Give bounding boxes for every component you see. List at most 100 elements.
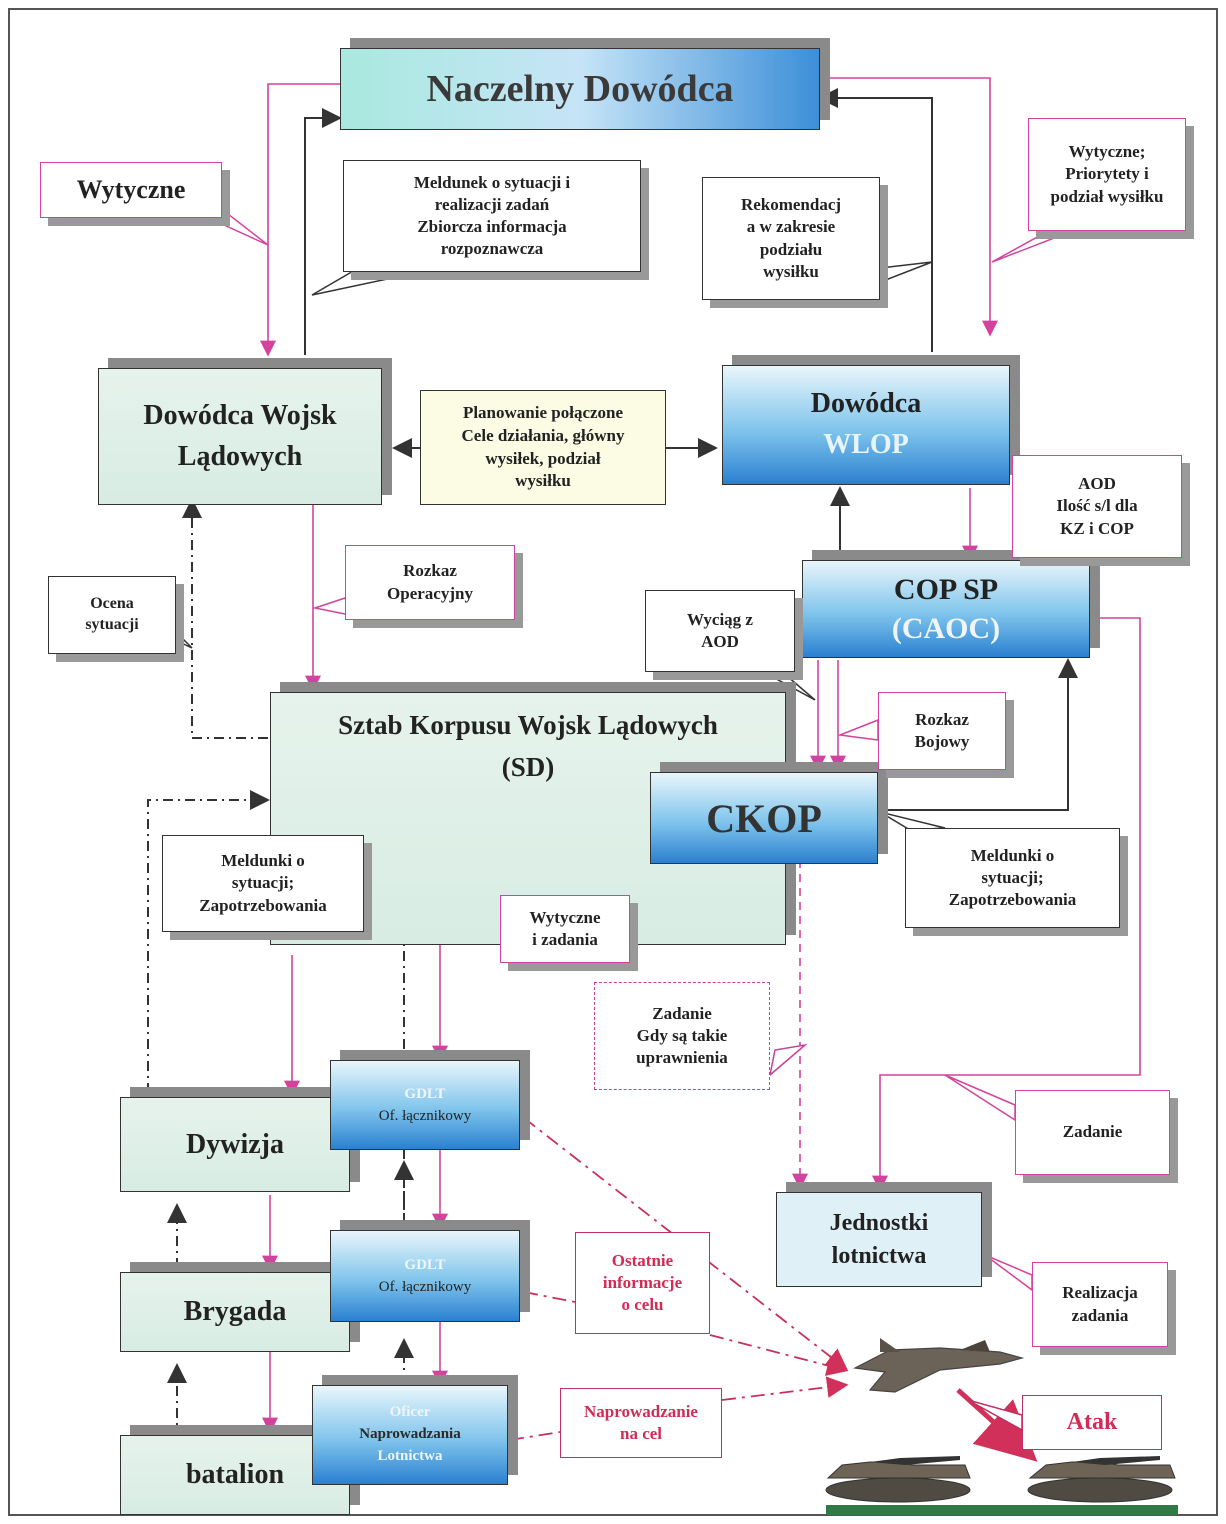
wyciag-callout: Wyciąg z AOD bbox=[645, 590, 795, 672]
dywizja-label: Dywizja bbox=[186, 1128, 284, 1160]
tank-icon-2 bbox=[1027, 1456, 1176, 1503]
realizacja-zadania-callout: Realizacja zadania bbox=[1032, 1262, 1168, 1347]
meldunki-right-callout: Meldunki o sytuacji; Zapotrzebowania bbox=[905, 828, 1120, 928]
dywizja-node: Dywizja bbox=[120, 1097, 350, 1192]
wytyczne-zadania-line2: i zadania bbox=[532, 930, 598, 949]
jednostki-line2: lotnictwa bbox=[831, 1242, 927, 1269]
wyciag-line1: Wyciąg z bbox=[687, 609, 753, 629]
aod-line2: Ilość s/l dla bbox=[1056, 496, 1138, 516]
oficer-line1: Oficer bbox=[389, 1404, 431, 1421]
meldunki-right-line3: Zapotrzebowania bbox=[948, 890, 1077, 910]
realizacja-line1: Realizacja bbox=[1062, 1283, 1138, 1303]
ostatnie-line3: o celu bbox=[621, 1295, 664, 1315]
planowanie-line3: wysiłek, podział bbox=[485, 448, 601, 468]
naprowadzanie-line2: na cel bbox=[619, 1424, 663, 1443]
rozkaz-op-line1: Rozkaz bbox=[403, 561, 457, 581]
zadanie-dashed-line2: Gdy są takie bbox=[636, 1025, 728, 1045]
cop-sp-node: COP SP (CAOC) bbox=[802, 560, 1090, 658]
meldunek-callout: Meldunek o sytuacji i realizacji zadań Z… bbox=[343, 160, 641, 272]
aod-callout: AOD Ilość s/l dla KZ i COP bbox=[1012, 455, 1182, 558]
ostatnie-line2: informacje bbox=[602, 1272, 683, 1292]
dowodca-wlop-node: Dowódca WLOP bbox=[722, 365, 1010, 485]
rozkaz-bojowy-line1: Rozkaz bbox=[915, 709, 969, 729]
ocena-line2: sytuacji bbox=[85, 616, 139, 633]
dowodca-wl-line1: Dowódca Wojsk bbox=[143, 399, 337, 431]
jednostki-lotnictwa-node: Jednostki lotnictwa bbox=[776, 1192, 982, 1287]
sztab-line2: (SD) bbox=[501, 751, 555, 782]
meldunki-left-line3: Zapotrzebowania bbox=[199, 895, 327, 915]
batalion-node: batalion bbox=[120, 1435, 350, 1515]
ground-strip bbox=[826, 1505, 1178, 1515]
ostatnie-informacje-callout: Ostatnie informacje o celu bbox=[575, 1232, 710, 1334]
jednostki-line1: Jednostki bbox=[829, 1210, 929, 1237]
dowodca-wojsk-ladowych-node: Dowódca Wojsk Lądowych bbox=[98, 368, 382, 505]
meldunek-line3: Zbiorcza informacja bbox=[417, 217, 567, 236]
zadanie-dashed-line3: uprawnienia bbox=[636, 1048, 728, 1068]
wytyczne-zadania-line1: Wytyczne bbox=[529, 907, 601, 927]
naprowadzanie-callout: Naprowadzanie na cel bbox=[560, 1388, 722, 1458]
diagram-frame bbox=[8, 8, 1218, 1516]
gdlt1-line2: Of. łącznikowy bbox=[378, 1108, 472, 1124]
meldunek-line2: realizacji zadań bbox=[434, 194, 550, 214]
sztab-line1: Sztab Korpusu Wojsk Lądowych bbox=[338, 710, 718, 740]
zadanie-uprawnienia-callout: Zadanie Gdy są takie uprawnienia bbox=[594, 982, 770, 1090]
oficer-line3: Lotnictwa bbox=[377, 1447, 443, 1464]
meldunki-left-line2: sytuacji; bbox=[231, 873, 295, 893]
dowodca-wl-line2: Lądowych bbox=[177, 440, 303, 472]
dowodca-wlop-line1: Dowódca bbox=[810, 388, 922, 420]
wytyczne-right-line1: Wytyczne; bbox=[1068, 142, 1146, 162]
ocena-line1: Ocena bbox=[90, 595, 134, 613]
wyciag-line2: AOD bbox=[701, 632, 739, 651]
meldunki-right-line1: Meldunki o bbox=[970, 845, 1055, 865]
rekomendacja-callout: Rekomendacj a w zakresie podziału wysiłk… bbox=[702, 177, 880, 300]
zadanie-callout: Zadanie bbox=[1015, 1090, 1170, 1175]
planowanie-line4: wysiłku bbox=[515, 471, 571, 491]
cop-line2: (CAOC) bbox=[891, 612, 1001, 645]
wytyczne-right-line2: Priorytety i bbox=[1065, 164, 1149, 184]
zadanie-dashed-line1: Zadanie bbox=[652, 1003, 712, 1023]
aod-line1: AOD bbox=[1078, 474, 1116, 494]
rekomendacja-line3: podziału bbox=[759, 239, 823, 259]
planowanie-line1: Planowanie połączone bbox=[462, 402, 624, 422]
meldunki-left-callout: Meldunki o sytuacji; Zapotrzebowania bbox=[162, 835, 364, 932]
ocena-sytuacji-callout: Ocena sytuacji bbox=[48, 576, 176, 654]
wytyczne-right-callout: Wytyczne; Priorytety i podział wysiłku bbox=[1028, 118, 1186, 231]
batalion-label: batalion bbox=[185, 1459, 285, 1490]
rozkaz-bojowy-callout: Rozkaz Bojowy bbox=[878, 692, 1006, 770]
meldunek-line4: rozpoznawcza bbox=[440, 239, 544, 259]
gdlt1-line1: GDLT bbox=[404, 1085, 446, 1102]
wytyczne-left-text: Wytyczne bbox=[76, 175, 186, 205]
naczelny-dowodca-node: Naczelny Dowódca bbox=[340, 48, 820, 130]
realizacja-line2: zadania bbox=[1071, 1305, 1129, 1325]
aod-line3: KZ i COP bbox=[1060, 518, 1134, 538]
naczelny-dowodca-label: Naczelny Dowódca bbox=[426, 68, 734, 110]
brygada-label: Brygada bbox=[183, 1296, 287, 1327]
wytyczne-i-zadania-callout: Wytyczne i zadania bbox=[500, 895, 630, 963]
black-arrows bbox=[304, 88, 1078, 811]
rozkaz-op-line2: Operacyjny bbox=[387, 583, 473, 603]
brygada-node: Brygada bbox=[120, 1272, 350, 1352]
atak-text: Atak bbox=[1066, 1408, 1118, 1435]
atak-callout: Atak bbox=[1022, 1395, 1162, 1450]
planowanie-line2: Cele działania, główny bbox=[461, 425, 625, 445]
wytyczne-right-line3: podział wysiłku bbox=[1050, 186, 1164, 206]
planowanie-box: Planowanie połączone Cele działania, głó… bbox=[420, 390, 666, 505]
meldunki-left-line1: Meldunki o bbox=[221, 851, 305, 871]
rozkaz-bojowy-line2: Bojowy bbox=[914, 732, 970, 751]
gdlt-2-node: GDLT Of. łącznikowy bbox=[330, 1230, 520, 1322]
rekomendacja-line4: wysiłku bbox=[763, 261, 819, 281]
tank-icon-1 bbox=[825, 1456, 971, 1503]
wytyczne-left-callout: Wytyczne bbox=[40, 162, 222, 218]
naprowadzanie-line1: Naprowadzanie bbox=[584, 1401, 698, 1421]
rozkaz-operacyjny-callout: Rozkaz Operacyjny bbox=[345, 545, 515, 620]
meldunek-line1: Meldunek o sytuacji i bbox=[413, 172, 571, 192]
meldunki-right-line2: sytuacji; bbox=[981, 867, 1044, 887]
ckop-node: CKOP bbox=[650, 772, 878, 864]
gdlt-1-node: GDLT Of. łącznikowy bbox=[330, 1060, 520, 1150]
oficer-line2: Naprowadzania bbox=[359, 1426, 461, 1443]
rekomendacja-line2: a w zakresie bbox=[746, 217, 836, 237]
aircraft-icon bbox=[853, 1338, 1025, 1393]
oficer-naprowadzania-node: Oficer Naprowadzania Lotnictwa bbox=[312, 1385, 508, 1485]
ostatnie-line1: Ostatnie bbox=[611, 1250, 674, 1270]
